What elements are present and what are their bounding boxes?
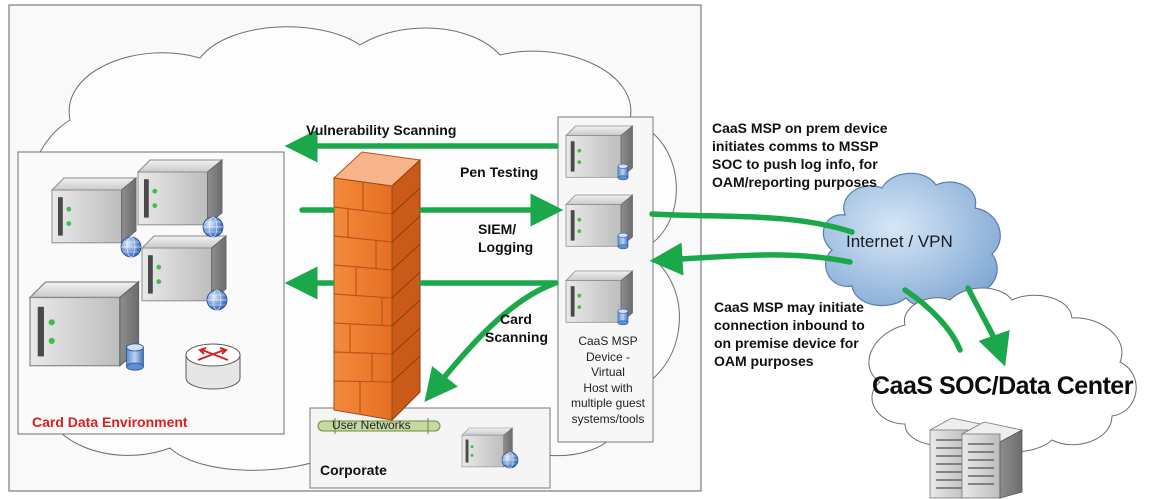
globe-icon xyxy=(202,216,224,238)
corporate-label: Corporate xyxy=(320,462,387,478)
database-icon xyxy=(617,308,629,326)
arrow-internet-to-soc-right xyxy=(965,285,1010,367)
user-networks-bar xyxy=(317,418,441,434)
user-networks-label: User Networks xyxy=(332,418,411,432)
globe-icon xyxy=(120,236,142,258)
siem-logging-label-line1: SIEM/ xyxy=(478,221,517,237)
siem-logging-label-line2: Logging xyxy=(478,239,534,255)
arrow-msp-to-corporate xyxy=(424,281,556,403)
arrow-internet-inbound-to-msp xyxy=(649,242,853,276)
vulnerability-scanning-label: Vulnerability Scanning xyxy=(306,122,457,138)
globe-icon xyxy=(501,451,519,469)
internet-vpn-label: Internet / VPN xyxy=(846,232,953,251)
card-scanning-label-line1: Card xyxy=(500,311,532,327)
soc-datacenter-label: CaaS SOC/Data Center xyxy=(872,372,1133,400)
internet-vpn-cloud xyxy=(822,172,1001,310)
inbound-comms-note: CaaS MSP may initiate connection inbound… xyxy=(714,299,865,369)
outbound-comms-note: CaaS MSP on prem device initiates comms … xyxy=(712,120,888,190)
cde-server-icon xyxy=(29,281,140,367)
card-scanning-label-line2: Scanning xyxy=(485,329,549,345)
cde-server-icon xyxy=(51,177,137,244)
arrow-msp-outbound-to-internet xyxy=(649,211,855,235)
router-icon xyxy=(185,343,241,390)
arrow-soc-to-internet-left xyxy=(902,287,963,353)
soc-server-rack-icon xyxy=(928,417,1024,499)
firewall-icon xyxy=(332,151,422,422)
pen-testing-label: Pen Testing xyxy=(460,164,539,180)
database-icon xyxy=(617,163,629,181)
cde-server-icon xyxy=(137,159,223,226)
msp-device-description: CaaS MSP Device - Virtual Host with mult… xyxy=(570,334,646,426)
card-data-environment-label: Card Data Environment xyxy=(32,414,188,430)
globe-icon xyxy=(206,289,228,311)
soc-datacenter-cloud xyxy=(868,287,1137,453)
database-icon xyxy=(126,343,144,371)
database-icon xyxy=(617,232,629,250)
